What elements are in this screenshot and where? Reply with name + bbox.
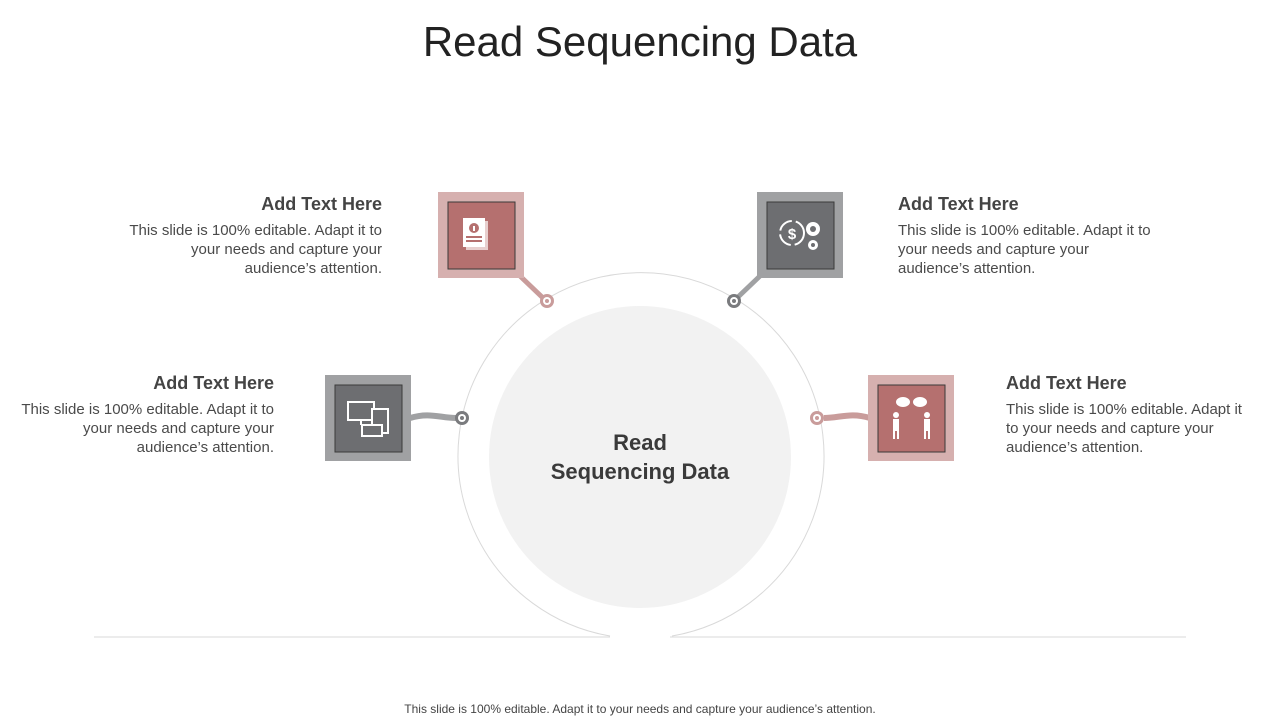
dot-top-right <box>727 294 741 308</box>
dot-right <box>810 411 824 425</box>
block-body: This slide is 100% editable. Adapt it to… <box>21 401 274 456</box>
center-label: Read Sequencing Data <box>520 428 760 486</box>
text-block-top-left: Add Text Here This slide is 100% editabl… <box>122 194 382 278</box>
connector-left <box>409 412 457 421</box>
outer-ring <box>457 272 825 637</box>
icon-box-top-right: $ <box>757 192 843 278</box>
svg-text:$: $ <box>788 226 797 243</box>
dot-top-left <box>540 294 554 308</box>
block-body: This slide is 100% editable. Adapt it to… <box>898 222 1151 277</box>
center-label-line2: Sequencing Data <box>550 459 730 484</box>
connector-top-left <box>517 273 545 300</box>
document-info-icon <box>463 218 488 250</box>
icon-box-left <box>325 375 411 461</box>
devices-icon <box>347 401 389 437</box>
connector-right <box>823 412 871 421</box>
text-block-left: Add Text Here This slide is 100% editabl… <box>14 373 274 457</box>
block-body: This slide is 100% editable. Adapt it to… <box>1006 401 1242 456</box>
icon-box-right <box>868 375 954 461</box>
page-title: Read Sequencing Data <box>422 18 858 65</box>
text-block-right: Add Text Here This slide is 100% editabl… <box>1006 373 1256 457</box>
people-talking-icon <box>893 397 930 439</box>
block-heading: Add Text Here <box>898 194 1019 214</box>
dollar-gear-icon: $ <box>779 220 820 250</box>
connector-top-right <box>735 273 763 300</box>
block-heading: Add Text Here <box>261 194 382 214</box>
text-block-top-right: Add Text Here This slide is 100% editabl… <box>898 194 1158 278</box>
dot-left <box>455 411 469 425</box>
block-heading: Add Text Here <box>1006 373 1127 393</box>
block-heading: Add Text Here <box>153 373 274 393</box>
icon-box-top-left <box>438 192 524 278</box>
block-body: This slide is 100% editable. Adapt it to… <box>129 222 382 277</box>
center-circle <box>489 306 791 608</box>
footer-note: This slide is 100% editable. Adapt it to… <box>404 702 876 716</box>
center-label-line1: Read <box>613 430 667 455</box>
